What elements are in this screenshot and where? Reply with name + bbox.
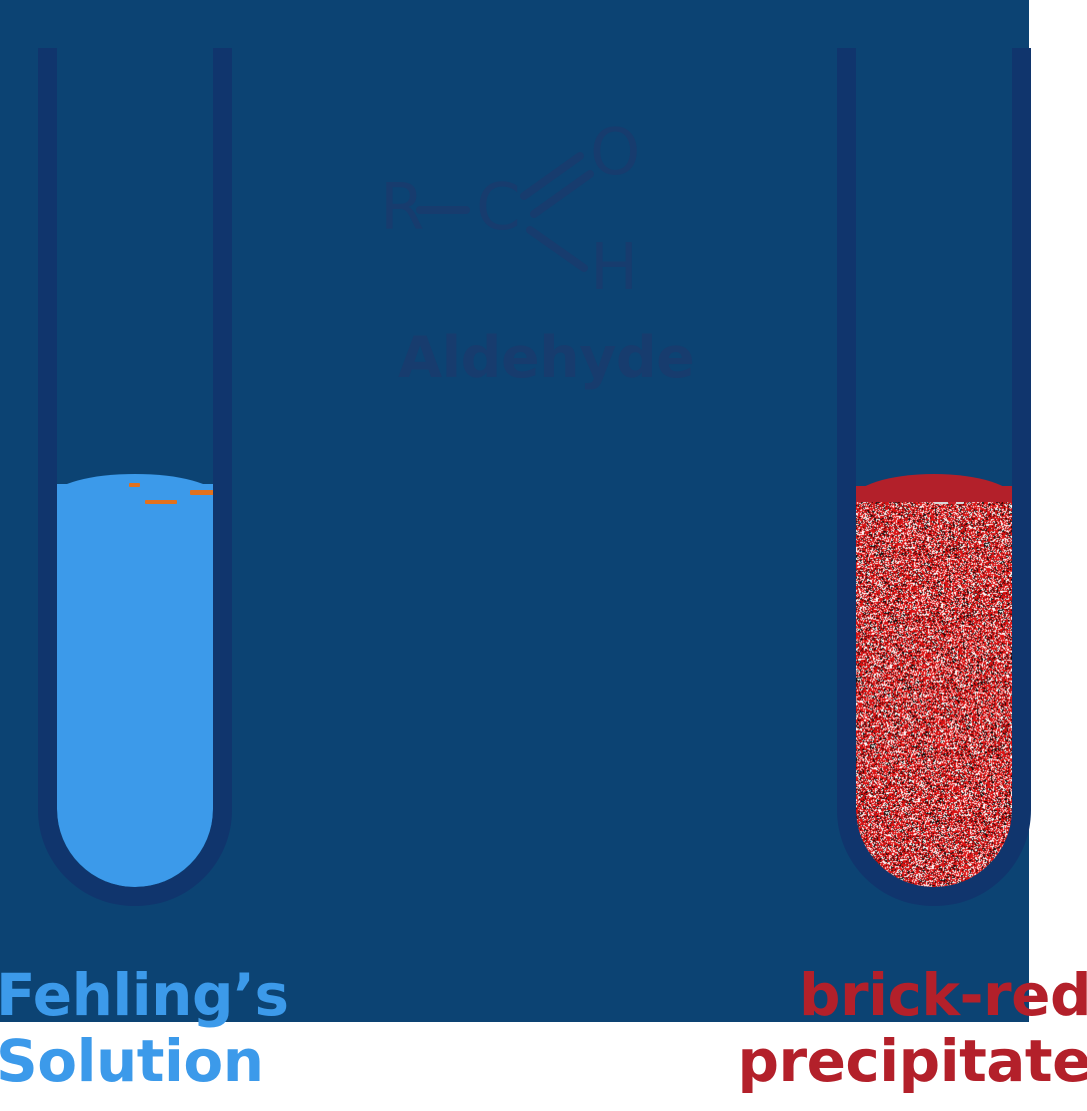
bond-c-o-a <box>520 152 584 200</box>
bubble-fleck <box>129 483 140 487</box>
atom-r: R <box>380 171 425 245</box>
bubble-fleck <box>190 490 213 495</box>
test-tube-fehling <box>38 48 232 906</box>
caption-precipitate-line1: brick-red <box>799 961 1087 1029</box>
caption-fehling-solution: Fehling’s Solution <box>0 962 289 1094</box>
caption-brick-red-precipitate: brick-red precipitate <box>737 962 1087 1094</box>
bond-c-h <box>526 226 588 272</box>
bubble-fleck <box>145 500 177 504</box>
caption-fehling-line1: Fehling’s <box>0 961 289 1029</box>
aldehyde-label: Aldehyde <box>398 325 695 391</box>
atom-c: C <box>476 171 521 245</box>
atom-o: O <box>590 116 641 190</box>
aldehyde-bonds <box>416 152 594 272</box>
aldehyde-structure: R C O H <box>352 118 692 408</box>
bond-c-o-b <box>530 170 594 218</box>
test-tube-precipitate <box>837 48 1031 906</box>
caption-fehling-line2: Solution <box>0 1027 264 1095</box>
atom-h: H <box>590 231 639 305</box>
caption-precipitate-line2: precipitate <box>737 1027 1087 1095</box>
tube-glass-left <box>38 48 232 906</box>
